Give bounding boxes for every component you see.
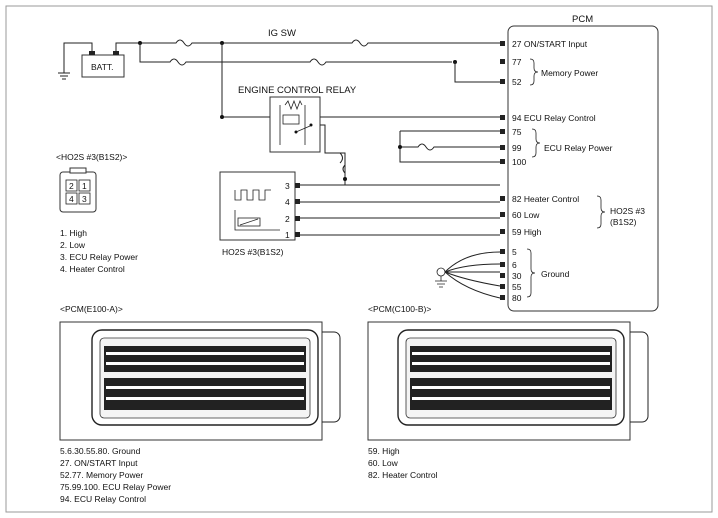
pcm-title: PCM bbox=[572, 14, 593, 25]
pcm-a-title: <PCM(E100-A)> bbox=[60, 304, 123, 314]
svg-text:59. High: 59. High bbox=[368, 446, 400, 456]
svg-text:94. ECU Relay Control: 94. ECU Relay Control bbox=[60, 494, 146, 504]
svg-text:6: 6 bbox=[512, 260, 517, 270]
svg-text:82. Heater Control: 82. Heater Control bbox=[368, 470, 438, 480]
svg-text:4. Heater Control: 4. Heater Control bbox=[60, 264, 125, 274]
ho2s-connector-title: <HO2S #3(B1S2)> bbox=[56, 152, 127, 162]
ig-sw-label: IG SW bbox=[268, 28, 296, 39]
ho2s-legend: 1. High 2. Low 3. ECU Relay Power 4. Hea… bbox=[60, 228, 138, 274]
svg-text:55: 55 bbox=[512, 282, 522, 292]
ecu-relay-power-wires bbox=[342, 130, 500, 186]
svg-text:1. High: 1. High bbox=[60, 228, 87, 238]
svg-text:99: 99 bbox=[512, 143, 522, 153]
svg-text:1: 1 bbox=[82, 181, 87, 191]
svg-text:82 Heater Control: 82 Heater Control bbox=[512, 194, 579, 204]
svg-text:4: 4 bbox=[285, 197, 290, 207]
ecu-relay-power-label: ECU Relay Power bbox=[544, 143, 613, 153]
ho2s-group-label-1: HO2S #3 bbox=[610, 206, 645, 216]
svg-text:2: 2 bbox=[285, 214, 290, 224]
svg-text:94 ECU Relay Control: 94 ECU Relay Control bbox=[512, 113, 596, 123]
svg-text:1: 1 bbox=[285, 230, 290, 240]
svg-text:5.6.30.55.80. Ground: 5.6.30.55.80. Ground bbox=[60, 446, 141, 456]
svg-text:60 Low: 60 Low bbox=[512, 210, 540, 220]
pcm-box bbox=[507, 25, 659, 312]
pcm-connector-a: <PCM(E100-A)> bbox=[59, 304, 341, 441]
outer-frame bbox=[5, 5, 713, 513]
svg-text:52.77. Memory Power: 52.77. Memory Power bbox=[60, 470, 143, 480]
svg-text:75.99.100. ECU Relay Power: 75.99.100. ECU Relay Power bbox=[60, 482, 171, 492]
pcm-b-legend: 59. High 60. Low 82. Heater Control bbox=[368, 446, 438, 480]
ho2s-group-label-2: (B1S2) bbox=[610, 217, 637, 227]
battery-wires bbox=[138, 39, 500, 119]
battery-label: BATT. bbox=[91, 62, 114, 72]
svg-text:59 High: 59 High bbox=[512, 227, 542, 237]
svg-text:30: 30 bbox=[512, 271, 522, 281]
engine-control-relay: ENGINE CONTROL RELAY bbox=[238, 85, 357, 178]
memory-power-label: Memory Power bbox=[541, 68, 598, 78]
sensor-signal-wires bbox=[300, 184, 500, 236]
relay-label: ENGINE CONTROL RELAY bbox=[238, 85, 357, 96]
svg-text:52: 52 bbox=[512, 77, 522, 87]
svg-text:5: 5 bbox=[512, 247, 517, 257]
ground-group-label: Ground bbox=[541, 269, 570, 279]
ho2s-sensor: 3 4 2 1 HO2S #3(B1S2) bbox=[219, 171, 300, 257]
svg-text:27. ON/START Input: 27. ON/START Input bbox=[60, 458, 138, 468]
svg-text:80: 80 bbox=[512, 293, 522, 303]
sensor-label: HO2S #3(B1S2) bbox=[222, 247, 284, 257]
ho2s-connector-face: <HO2S #3(B1S2)> 2 1 4 3 bbox=[56, 152, 127, 213]
svg-text:60. Low: 60. Low bbox=[368, 458, 399, 468]
svg-text:100: 100 bbox=[512, 157, 526, 167]
pcm-pin-labels: 27 ON/START Input 77 52 94 ECU Relay Con… bbox=[512, 39, 596, 303]
svg-text:3: 3 bbox=[82, 194, 87, 204]
svg-text:3: 3 bbox=[285, 181, 290, 191]
pin-group-braces: Memory Power ECU Relay Power HO2S #3 (B1… bbox=[526, 58, 645, 298]
pcm-a-legend: 5.6.30.55.80. Ground 27. ON/START Input … bbox=[60, 446, 171, 504]
svg-text:3. ECU Relay Power: 3. ECU Relay Power bbox=[60, 252, 138, 262]
svg-text:2. Low: 2. Low bbox=[60, 240, 86, 250]
battery: BATT. bbox=[58, 42, 140, 80]
svg-text:2: 2 bbox=[69, 181, 74, 191]
svg-text:77: 77 bbox=[512, 57, 522, 67]
pcm-pin-terminals bbox=[500, 41, 505, 300]
svg-text:27 ON/START Input: 27 ON/START Input bbox=[512, 39, 588, 49]
svg-text:75: 75 bbox=[512, 127, 522, 137]
pcm-connector-b: <PCM(C100-B)> bbox=[367, 304, 649, 441]
ground-symbol bbox=[435, 251, 501, 299]
svg-text:4: 4 bbox=[69, 194, 74, 204]
pcm-b-title: <PCM(C100-B)> bbox=[368, 304, 431, 314]
